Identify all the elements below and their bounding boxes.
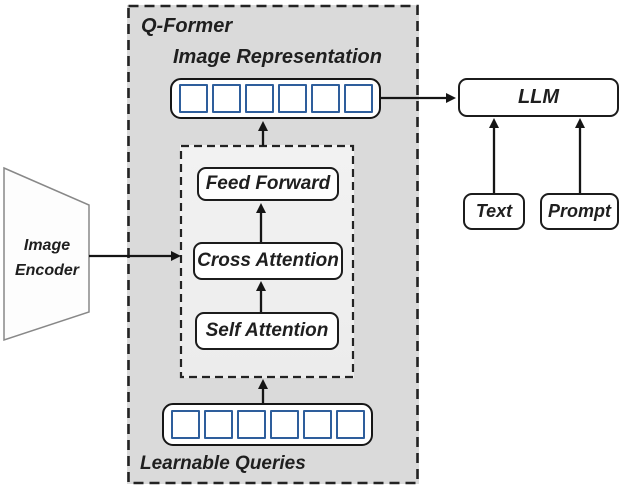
token-square xyxy=(170,410,200,439)
prompt-input-block: Prompt xyxy=(540,193,619,230)
token-square xyxy=(335,410,365,439)
token-square xyxy=(277,84,307,113)
image-representation-tokens xyxy=(170,78,381,119)
self-attention-block: Self Attention xyxy=(195,312,339,350)
llm-block: LLM xyxy=(458,78,619,117)
cross-attention-block: Cross Attention xyxy=(193,242,343,280)
image-encoder-label: Image Encoder xyxy=(4,233,90,283)
token-square xyxy=(269,410,299,439)
token-square xyxy=(178,84,208,113)
arrow-text-to-llm xyxy=(489,118,499,193)
image-encoder-label-line2: Encoder xyxy=(14,262,79,279)
learnable-queries-label: Learnable Queries xyxy=(140,453,306,474)
learnable-query-tokens xyxy=(162,403,373,446)
text-input-block: Text xyxy=(463,193,525,230)
token-square xyxy=(310,84,340,113)
token-square xyxy=(211,84,241,113)
arrow-prompt-to-llm xyxy=(575,118,585,193)
image-encoder-label-line1: Image xyxy=(23,237,71,254)
token-square xyxy=(302,410,332,439)
image-representation-label: Image Representation xyxy=(173,46,382,68)
feed-forward-block: Feed Forward xyxy=(197,167,339,201)
token-square xyxy=(343,84,373,113)
token-square xyxy=(236,410,266,439)
token-square xyxy=(203,410,233,439)
qformer-title: Q-Former xyxy=(141,15,233,37)
token-square xyxy=(244,84,274,113)
